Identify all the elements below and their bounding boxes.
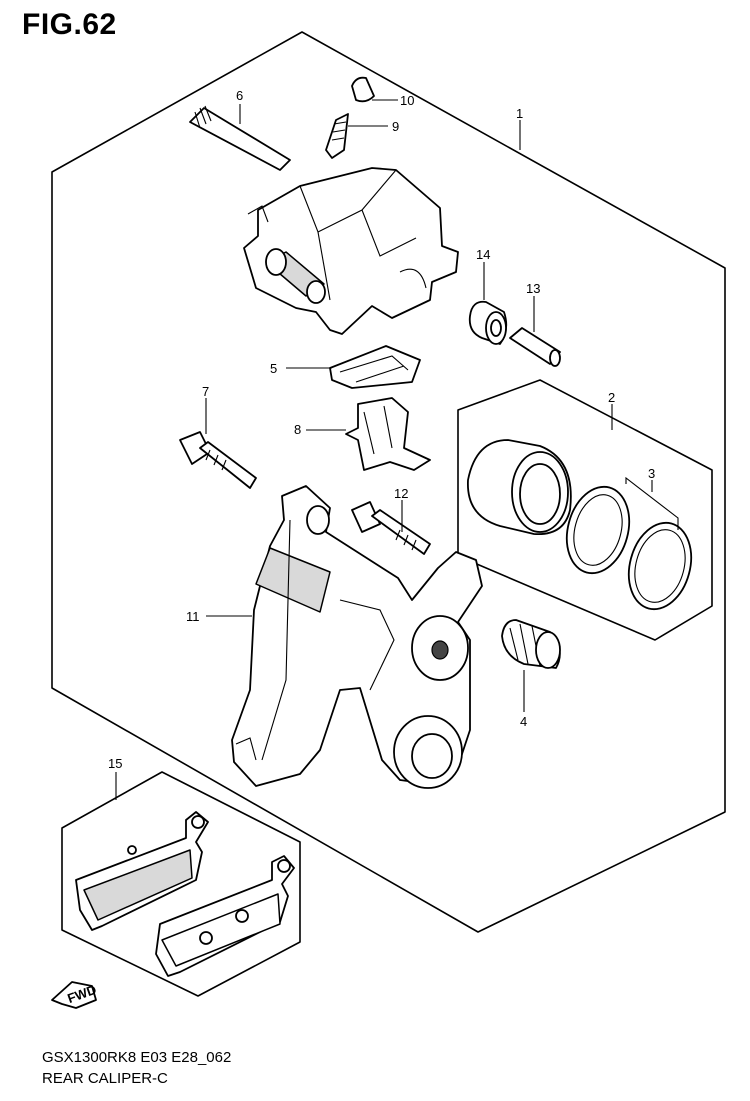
model-code: GSX1300RK8 E03 E28_062 (42, 1049, 232, 1066)
seals-3[interactable] (558, 480, 701, 617)
piston-2[interactable] (467, 439, 572, 535)
callout-13: 13 (526, 281, 540, 296)
caliper-bracket-11[interactable] (231, 485, 483, 789)
figure-title: FIG.62 (22, 8, 117, 41)
callout-9: 9 (392, 119, 399, 134)
bolt-12[interactable] (351, 501, 431, 555)
callouts: 1 2 3 4 5 6 7 8 9 10 11 12 13 14 15 (108, 88, 655, 771)
callout-1: 1 (516, 106, 523, 121)
callout-4: 4 (520, 714, 527, 729)
callout-15: 15 (108, 756, 122, 771)
diagram-name: REAR CALIPER-C (42, 1070, 168, 1087)
callout-11: 11 (186, 609, 200, 624)
brake-pad-lower[interactable] (155, 855, 295, 977)
boot-14[interactable] (468, 300, 508, 345)
callout-10: 10 (400, 93, 414, 108)
callout-12: 12 (394, 486, 408, 501)
boot-4[interactable] (501, 619, 561, 669)
pin-13[interactable] (509, 327, 561, 367)
pad-spring-5[interactable] (329, 345, 421, 389)
pad-set-outline (61, 771, 301, 997)
seals-bracket (625, 476, 679, 530)
callout-2: 2 (608, 390, 615, 405)
callout-7: 7 (202, 384, 209, 399)
brake-pad-upper[interactable] (75, 811, 209, 931)
caliper-bolt-7[interactable] (179, 431, 257, 489)
bleeder-valve-9[interactable] (325, 113, 349, 159)
callout-14: 14 (476, 247, 490, 262)
callout-6: 6 (236, 88, 243, 103)
caliper-body[interactable] (243, 167, 459, 335)
pad-retainer-8[interactable] (345, 397, 431, 471)
assembly-outline (51, 31, 726, 933)
callout-8: 8 (294, 422, 301, 437)
bleeder-cap-10[interactable] (351, 76, 375, 103)
leader-lines (115, 99, 653, 800)
slide-pin-6[interactable] (189, 105, 291, 171)
callout-3: 3 (648, 466, 655, 481)
fwd-arrow-icon: FWD (51, 981, 98, 1009)
callout-5: 5 (270, 361, 277, 376)
